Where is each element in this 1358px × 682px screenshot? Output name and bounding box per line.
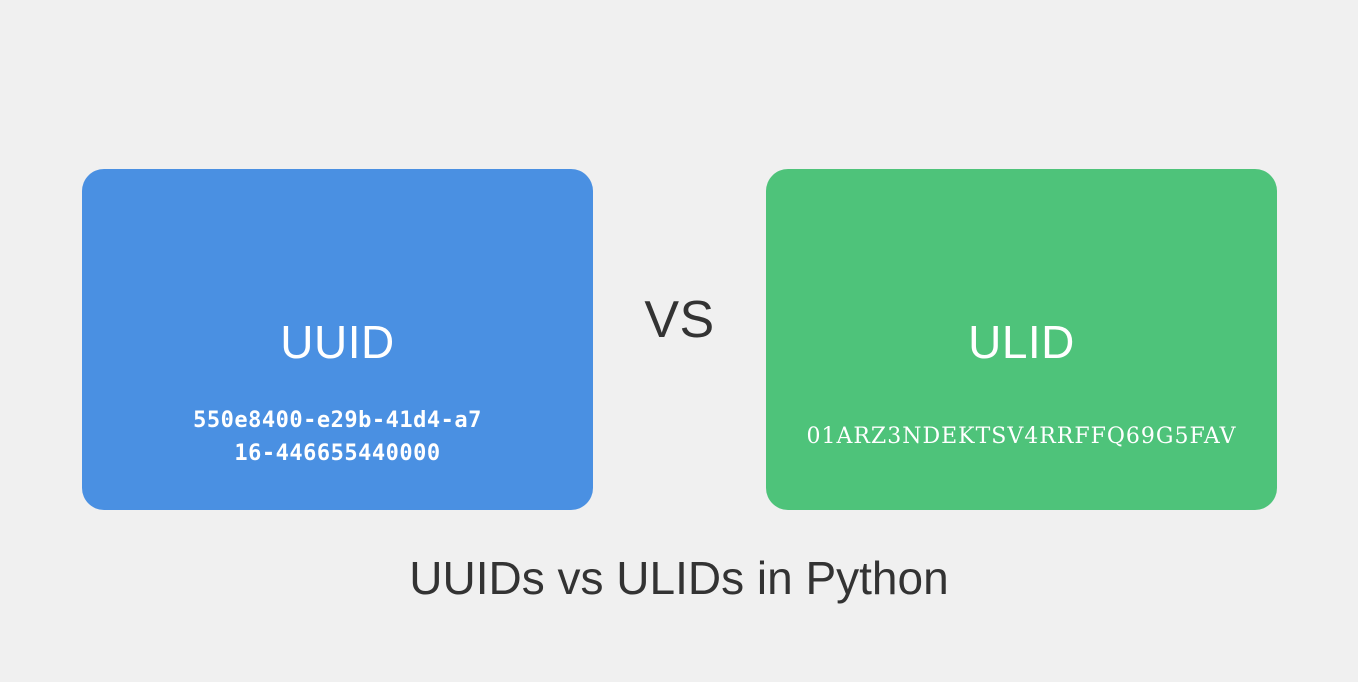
slide-caption: UUIDs vs ULIDs in Python [409, 552, 949, 604]
card-title-uuid: UUID [280, 316, 395, 368]
card-value-uuid: 550e8400-e29b-41d4-a716-446655440000 [193, 408, 482, 466]
comparison-card-ulid: ULID 01ARZ3NDEKTSV4RRFFQ69G5FAV [766, 169, 1277, 510]
versus-label: VS [644, 291, 715, 349]
card-value-ulid: 01ARZ3NDEKTSV4RRFFQ69G5FAV [806, 424, 1237, 449]
card-title-ulid: ULID [968, 316, 1075, 368]
comparison-card-uuid: UUID 550e8400-e29b-41d4-a716-44665544000… [82, 169, 593, 510]
